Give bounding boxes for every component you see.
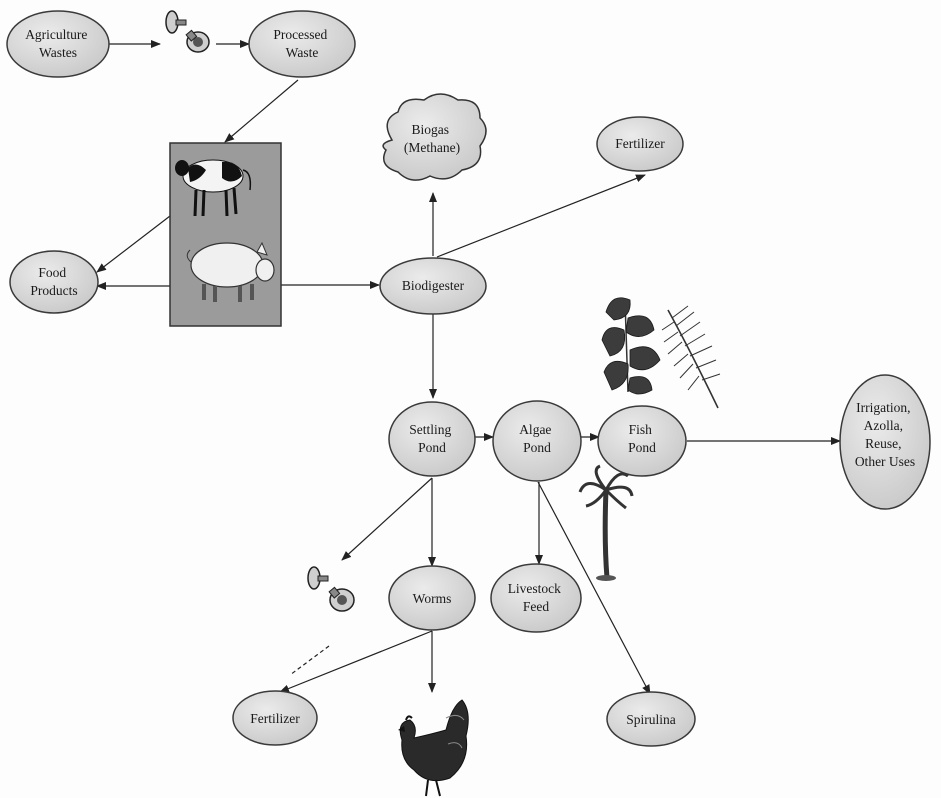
label-biogas: Biogas (Methane) [404,122,460,155]
label-algae-pond: Algae Pond [519,422,555,455]
label-settling-pond: Settling Pond [409,422,454,455]
plant-icon [601,297,661,395]
node-biodigester [379,257,487,315]
node-fertilizer-top [596,116,684,172]
node-fish-pond [597,405,687,477]
label-fertilizer-top: Fertilizer [615,136,665,151]
arrow-livestock-to-food-1 [96,215,171,273]
biogas-cloud [382,93,487,181]
arrow-algae-to-spirulina [537,481,651,695]
label-livestock-feed: Livestock Feed [508,581,565,614]
node-settling-pond [388,401,476,477]
label-agriculture-wastes: Agriculture Wastes [25,27,91,60]
chicken-icon [398,699,469,797]
palm-leaf-icon [661,305,721,409]
mushroom-icon [307,566,355,612]
nodes [6,10,931,747]
pig-icon [186,241,275,302]
label-fish-pond: Fish Pond [628,422,656,455]
node-livestock-feed [490,563,582,633]
label-processed-waste: Processed Waste [273,27,330,60]
node-irrigation [839,374,931,510]
label-food-products: Food Products [30,265,77,298]
arrows [96,40,841,695]
node-agriculture-wastes [6,10,110,78]
palm-tree-icon [578,464,634,581]
label-worms: Worms [413,591,452,606]
arrow-mushroom-to-fertilizer [289,645,330,676]
label-biodigester: Biodigester [402,278,465,293]
node-fertilizer-bottom [232,690,318,746]
mushroom-icon [165,10,210,53]
label-fertilizer-bottom: Fertilizer [250,711,300,726]
node-spirulina [606,691,696,747]
label-spirulina: Spirulina [626,712,676,727]
arrow-settling-to-mushroom [341,477,433,561]
node-food-products [9,250,99,314]
arrow-worms-to-fertilizer [279,630,433,693]
node-worms [388,565,476,631]
livestock-box [169,142,282,327]
arrow-processed-to-livestock [224,79,299,143]
node-processed-waste [248,10,356,78]
cow-icon [175,159,252,217]
node-algae-pond [492,400,582,482]
label-irrigation: Irrigation, Azolla, Reuse, Other Uses [855,400,915,469]
arrow-biodigester-to-fertilizer [436,174,646,258]
labels: Agriculture Wastes Processed Waste Food … [25,27,915,727]
